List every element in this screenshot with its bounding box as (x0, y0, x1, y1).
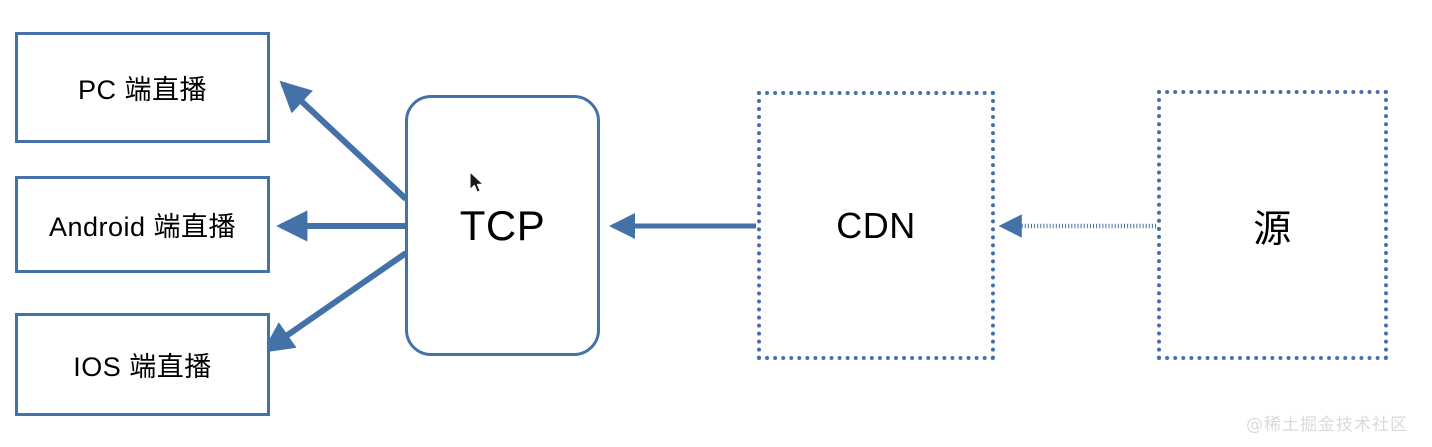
node-pc-live[interactable]: PC 端直播 (15, 32, 270, 143)
node-tcp[interactable]: TCP (405, 95, 600, 356)
node-source[interactable]: 源 (1157, 90, 1388, 360)
node-ios-live[interactable]: IOS 端直播 (15, 313, 270, 416)
edge-tcp-to-ios (262, 250, 408, 353)
node-cdn[interactable]: CDN (757, 91, 995, 360)
node-source-label: 源 (1253, 208, 1292, 251)
watermark: @稀土掘金技术社区 (1246, 415, 1408, 435)
node-android-live-label: Android 端直播 (48, 212, 237, 242)
node-pc-live-label: PC 端直播 (77, 75, 207, 105)
node-tcp-label: TCP (459, 201, 546, 249)
node-ios-live-label: IOS 端直播 (73, 352, 212, 382)
node-cdn-label: CDN (836, 204, 916, 246)
edge-tcp-to-pc (279, 80, 409, 202)
node-android-live[interactable]: Android 端直播 (15, 176, 270, 273)
